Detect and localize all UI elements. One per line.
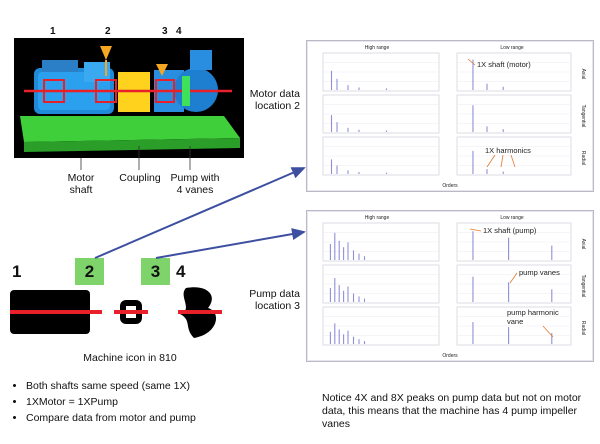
row-label-tangential: Tangential — [580, 105, 586, 128]
photo-number-2: 2 — [105, 26, 111, 37]
icon-label-3: 3 — [141, 258, 170, 285]
bullet-item: Both shafts same speed (same 1X) — [26, 378, 196, 394]
annotation-pump-vanes: pump vanes — [519, 268, 560, 277]
callout-pump: Pump with 4 vanes — [170, 172, 220, 196]
machine-icon — [10, 287, 222, 338]
callout-coupling: Coupling — [119, 172, 161, 184]
row-label-axial: Axial — [580, 69, 586, 80]
photo-number-4: 4 — [176, 26, 182, 37]
annotation-1x-harmonics: 1X harmonics — [485, 146, 531, 155]
x-axis-label-orders: Orders — [442, 353, 458, 359]
conclusion-note: Notice 4X and 8X peaks on pump data but … — [322, 392, 582, 430]
photo-number-1: 1 — [50, 26, 56, 37]
header-high-range: High range — [365, 45, 390, 51]
annotation-pump-harmonic: pump harmonic — [507, 308, 559, 317]
photo-number-3: 3 — [162, 26, 168, 37]
callout-lines — [80, 146, 191, 170]
header-low-range: Low range — [500, 45, 524, 51]
annotation-1x-shaft-motor: 1X shaft (motor) — [477, 60, 531, 69]
callout-motor-shaft: Motor shaft — [67, 172, 95, 196]
bullet-item: Compare data from motor and pump — [26, 410, 196, 426]
header-low-range: Low range — [500, 215, 524, 221]
machine-photo — [14, 38, 244, 158]
pump-data-label: Pump data location 3 — [249, 288, 300, 312]
icon-label-2: 2 — [75, 258, 104, 285]
row-label-tangential: Tangential — [580, 275, 586, 298]
header-high-range: High range — [365, 215, 390, 221]
motor-data-label: Motor data location 2 — [249, 88, 300, 112]
icon-label-4: 4 — [176, 262, 186, 281]
bullet-item: 1XMotor = 1XPump — [26, 394, 196, 410]
x-axis-label-orders: Orders — [442, 183, 458, 189]
annotation-vane: vane — [507, 317, 523, 326]
row-label-radial: Radial — [580, 321, 586, 335]
annotation-1x-shaft-pump: 1X shaft (pump) — [483, 226, 537, 235]
row-label-radial: Radial — [580, 151, 586, 165]
summary-bullets: Both shafts same speed (same 1X) 1XMotor… — [12, 378, 196, 426]
icon-label-1: 1 — [12, 262, 22, 281]
machine-icon-caption: Machine icon in 810 — [83, 352, 177, 364]
row-label-axial: Axial — [580, 239, 586, 250]
